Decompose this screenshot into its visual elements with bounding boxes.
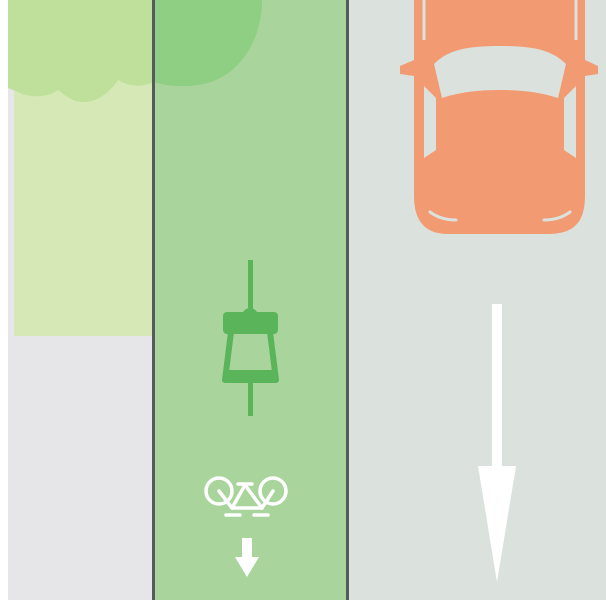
lane-line-right [346, 0, 349, 600]
car-icon [400, 0, 598, 234]
lane-line-left [152, 0, 155, 600]
